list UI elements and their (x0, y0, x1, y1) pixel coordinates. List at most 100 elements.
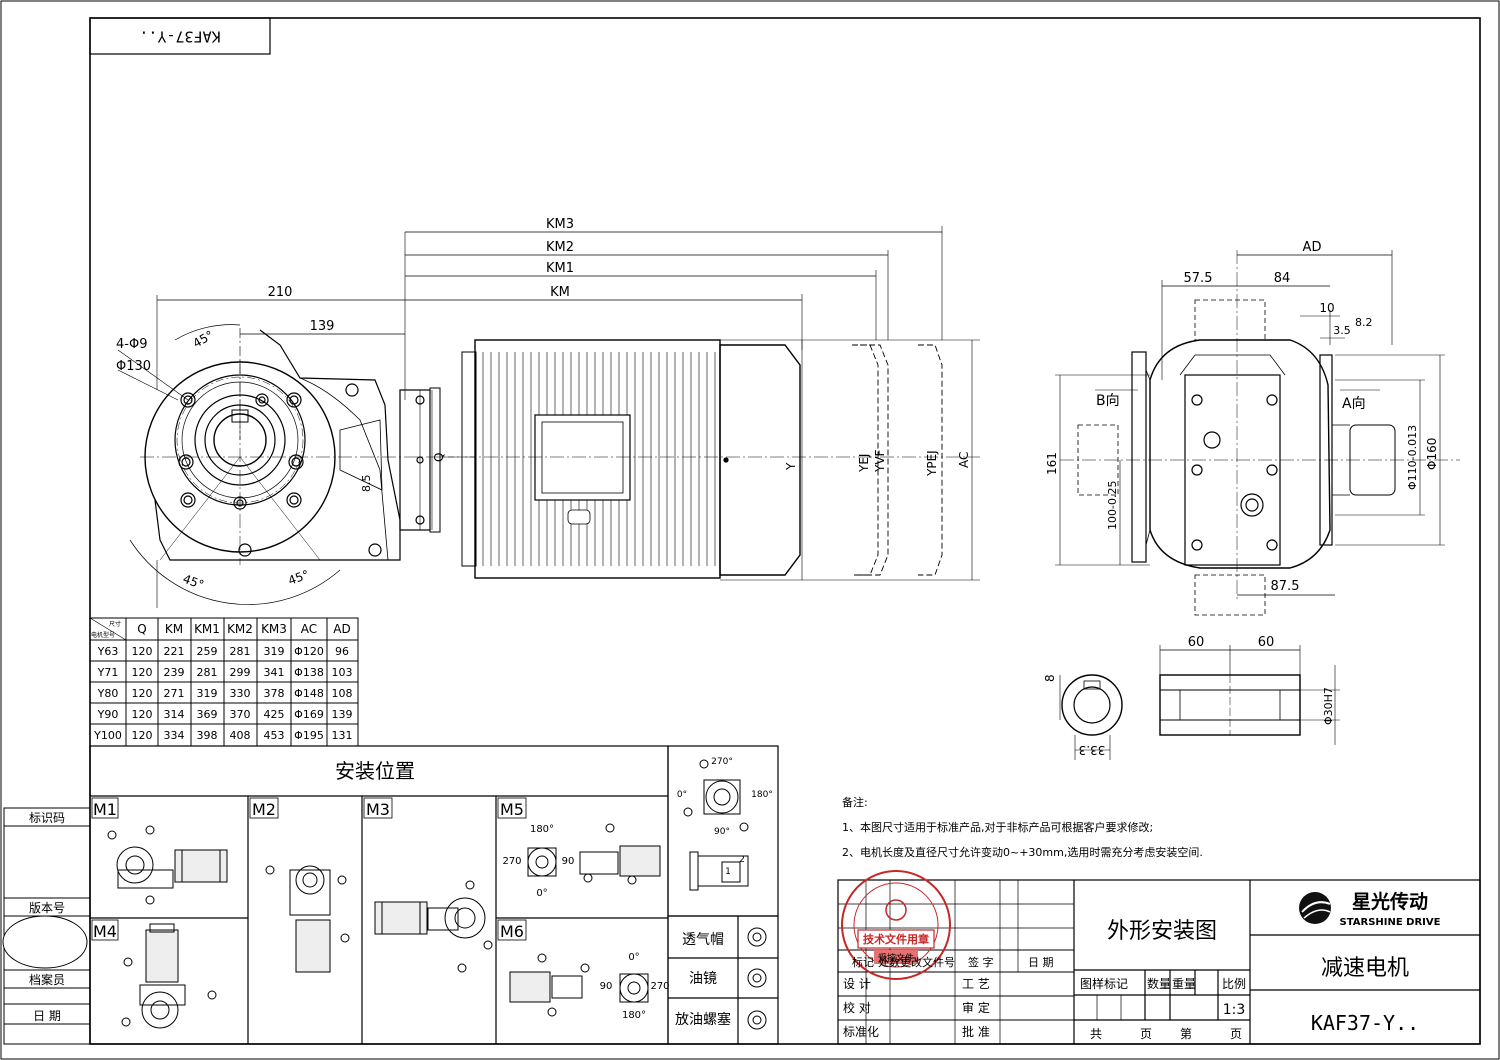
table-cell: 319 (197, 687, 218, 700)
table-cell: 330 (230, 687, 251, 700)
tb-meta-mark: 图样标记 (1080, 976, 1128, 991)
table-cell: 120 (132, 666, 153, 679)
model-number: KAF37-Y.. (1311, 1011, 1419, 1035)
table-cell: Y63 (97, 645, 119, 658)
front-view-dims: 210 139 4-Φ9 Φ130 45° 45° 45° Q 8.5 (116, 285, 446, 592)
notes-line-1: 1、本图尺寸适用于标准产品,对于非标产品可根据客户要求修改; (842, 820, 1153, 834)
tb-role-approve: 批 准 (962, 1024, 990, 1039)
dim-8: 8 (1043, 674, 1057, 682)
shaft-detail-dims: 60 60 8 33.3 Φ30H7 (1043, 635, 1335, 757)
tb-scale-value: 1:3 (1223, 1002, 1246, 1018)
m6-angle-bottom: 180° (622, 1010, 646, 1021)
table-cell: 398 (197, 729, 218, 742)
side-angle-0: 0° (677, 790, 687, 800)
dim-160: Φ160 (1425, 438, 1439, 470)
tb-col-count: 处数 (878, 956, 900, 969)
dim-ypej: YPEJ (925, 450, 939, 477)
table-cell: 378 (264, 687, 285, 700)
table-cell: 369 (197, 708, 218, 721)
table-cell: Φ120 (294, 645, 324, 658)
product-name: 减速电机 (1321, 956, 1409, 981)
table-cell: 120 (132, 729, 153, 742)
side-label-date: 日 期 (33, 1009, 61, 1023)
tb-col-mark: 标记 (852, 955, 874, 969)
mounting-grid (89, 745, 779, 1045)
dim-60-left: 60 (1188, 635, 1205, 650)
tb-sheet-page-b: 页 (1230, 1027, 1242, 1041)
side-label-code: 标识码 (29, 811, 65, 825)
dim-km3: KM3 (546, 217, 574, 232)
motor-dims: KM3 KM2 KM1 KM Y YEJ YVF YPEJ AC (546, 217, 971, 477)
mounting-thumbnails (107, 759, 767, 1030)
company-name-cn: 星光传动 (1352, 890, 1428, 913)
legend-oil-sight: 油镜 (689, 971, 717, 987)
technical-stamp: 技术文件用章 受控文件 (841, 870, 951, 980)
dim-57-5: 57.5 (1184, 271, 1213, 286)
table-header-cell: KM2 (227, 622, 253, 636)
dim-33-3: 33.3 (1079, 743, 1106, 757)
table-header-cell: KM (165, 622, 183, 636)
stamp-sub-label: 受控文件 (878, 952, 914, 964)
legend-breather: 透气帽 (682, 932, 724, 948)
title-block-text: 标记 处数 更改文件号 签 字 日 期 设 计 校 对 标准化 工 艺 审 定 … (843, 919, 1419, 1041)
m5-angle-bottom: 0° (536, 888, 547, 899)
pos-m2: M2 (252, 800, 276, 819)
label-a-direction: A向 (1342, 396, 1366, 412)
side-angle-90: 90° (714, 827, 730, 837)
table-cell: 103 (332, 666, 353, 679)
table-cell: 120 (132, 645, 153, 658)
legend-drain-plug: 放油螺塞 (675, 1011, 731, 1028)
table-cell: Y90 (97, 708, 119, 721)
dim-yvf: YVF (873, 449, 887, 473)
company-name-en: STARSHINE DRIVE (1340, 917, 1441, 928)
pos-m4: M4 (93, 922, 117, 941)
table-cell: 370 (230, 708, 251, 721)
dim-pcd: Φ130 (116, 359, 151, 374)
table-cell: 341 (264, 666, 285, 679)
m5-angle-right: 90 (562, 856, 575, 867)
pos-m5: M5 (500, 800, 524, 819)
dim-8-2: 8.2 (1355, 316, 1373, 329)
tb-col-change: 更改文件号 (900, 955, 955, 969)
tb-sheet-total: 共 (1090, 1027, 1102, 1041)
table-header-cell: AD (333, 622, 350, 636)
table-header-cell: KM1 (194, 622, 220, 636)
tb-col-sign: 签 字 (968, 955, 994, 969)
pos-m1: M1 (93, 800, 117, 819)
side-label-1: 1 (725, 867, 731, 877)
side-label-archivist: 档案员 (29, 972, 65, 987)
table-cell: 239 (164, 666, 185, 679)
table-cell: 319 (264, 645, 285, 658)
front-view (117, 232, 475, 608)
tb-role-design: 设 计 (843, 977, 871, 991)
table-cell: 259 (197, 645, 218, 658)
tb-role-approve-final: 审 定 (962, 1000, 990, 1015)
table-cell: 299 (230, 666, 251, 679)
table-cell: Y80 (97, 687, 119, 700)
dim-q: Q (432, 453, 446, 462)
table-header-cell: Q (137, 622, 146, 636)
table-cell: 271 (164, 687, 185, 700)
dim-30h7: Φ30H7 (1322, 687, 1335, 725)
dim-3-5: 3.5 (1333, 324, 1351, 337)
notes-line-2: 2、电机长度及直径尺寸允许变动0~+30mm,选用时需充分考虑安装空间. (842, 845, 1203, 859)
table-cell: 281 (197, 666, 218, 679)
tb-role-process: 工 艺 (962, 977, 990, 991)
m5-angle-left: 270 (502, 856, 521, 867)
rotated-model-label-box: KAF37-Y.. (89, 17, 271, 55)
table-corner-bottom: 电机型号 (91, 631, 115, 639)
table-cell: 139 (332, 708, 353, 721)
side-label-2: 2 (739, 855, 745, 865)
table-cell: Φ169 (294, 708, 324, 721)
side-angle-270: 270° (711, 757, 733, 767)
table-cell: Y71 (97, 666, 119, 679)
table-header-cell: KM3 (261, 622, 287, 636)
table-cell: 108 (332, 687, 353, 700)
table-cell: Φ148 (294, 687, 324, 700)
company-logo: 星光传动 STARSHINE DRIVE (1299, 890, 1441, 928)
table-cell: 334 (164, 729, 185, 742)
dim-8-5: 8.5 (360, 475, 373, 493)
dimension-table (89, 617, 359, 747)
dim-100: 100-0.25 (1106, 481, 1119, 530)
